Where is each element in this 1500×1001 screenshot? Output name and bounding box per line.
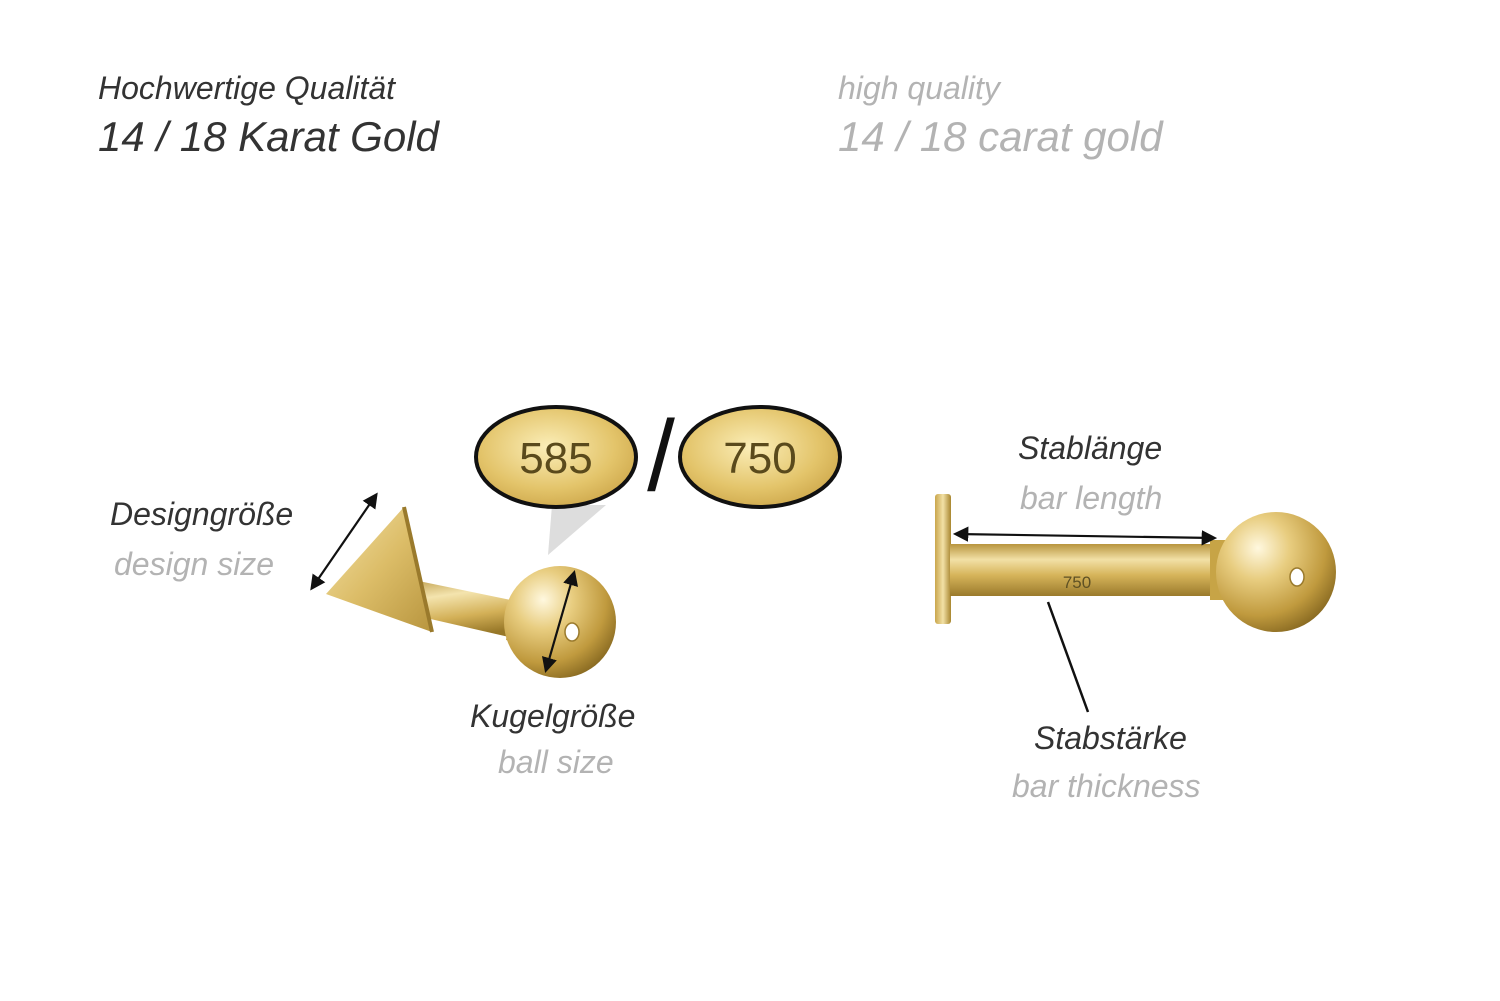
title-english-line2: 14 / 18 carat gold: [838, 113, 1163, 160]
bar-length-arrow: [952, 526, 1218, 546]
ball-hole: [564, 622, 580, 642]
design-size-label-de: Designgröße: [110, 496, 294, 532]
hallmark-750-text: 750: [723, 434, 796, 483]
hallmark-585-text: 585: [519, 434, 592, 483]
bar-length-label-de: Stablänge: [1018, 430, 1163, 466]
triangle-design: [326, 507, 432, 632]
bar-thickness-label-en: bar thickness: [1012, 768, 1201, 804]
hallmark-callout-pointer: [548, 505, 606, 555]
bar-length-label-en: bar length: [1020, 480, 1163, 516]
stud-bar: [400, 578, 530, 640]
labret-stud: 750: [935, 494, 1336, 632]
ball-size-arrow: [542, 570, 578, 673]
bar-thickness-pointer: [1046, 601, 1090, 713]
labret-disc: [935, 494, 951, 624]
labret-ball-hole: [1289, 567, 1305, 587]
design-size-label-en: design size: [114, 546, 275, 582]
design-size-arrow: [310, 492, 378, 591]
ball-size-label-de: Kugelgröße: [470, 698, 636, 734]
labret-bar: [950, 544, 1230, 596]
hallmark-750: 750: [678, 405, 842, 509]
triangle-edge: [402, 506, 434, 633]
ball-size-label-en: ball size: [498, 744, 614, 780]
title-german-line2: 14 / 18 Karat Gold: [98, 113, 439, 160]
bar-stamp: 750: [1063, 573, 1091, 592]
hallmark-585: 585: [474, 405, 638, 509]
title-german-line1: Hochwertige Qualität: [98, 70, 396, 106]
hallmark-separator: /: [647, 400, 675, 512]
bar-thickness-label-de: Stabstärke: [1034, 720, 1187, 756]
title-english-line1: high quality: [838, 70, 1000, 106]
labret-ball: [1216, 512, 1336, 632]
